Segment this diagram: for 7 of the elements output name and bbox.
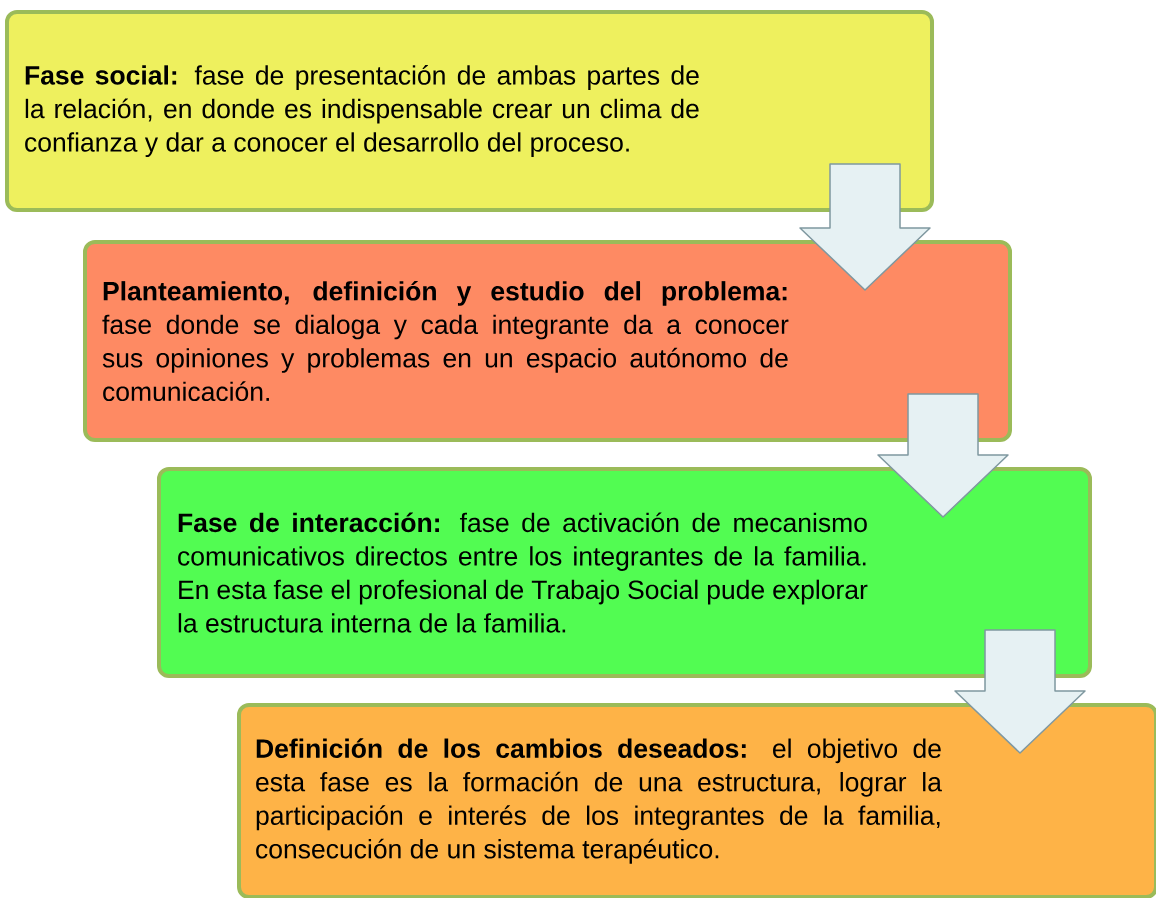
block-arrow bbox=[799, 163, 931, 291]
process-box: Definición de los cambios deseados: el objetivo de esta fase es la formación de una estructura, lograr la participación e interés de los integrantes de la familia, consecución de un sistema terapéutico. bbox=[237, 703, 1156, 898]
process-box: Planteamiento, definición y estudio del problema: fase donde se dialoga y cada integrante da a conocer sus opiniones y problemas en un espacio autónomo de comunicación. bbox=[83, 240, 1012, 442]
block-arrow bbox=[954, 629, 1086, 754]
block-arrow bbox=[877, 393, 1009, 518]
process-box: Fase de interacción: fase de activación de mecanismo comunicativos directos entre los integrantes de la familia. En esta fase el profesional de Trabajo Social pude explorar la estructura interna de la familia. bbox=[157, 467, 1092, 678]
process-box: Fase social: fase de presentación de ambas partes de la relación, en donde es indispensable crear un clima de confianza y dar a conocer el desarrollo del proceso. bbox=[5, 10, 934, 212]
